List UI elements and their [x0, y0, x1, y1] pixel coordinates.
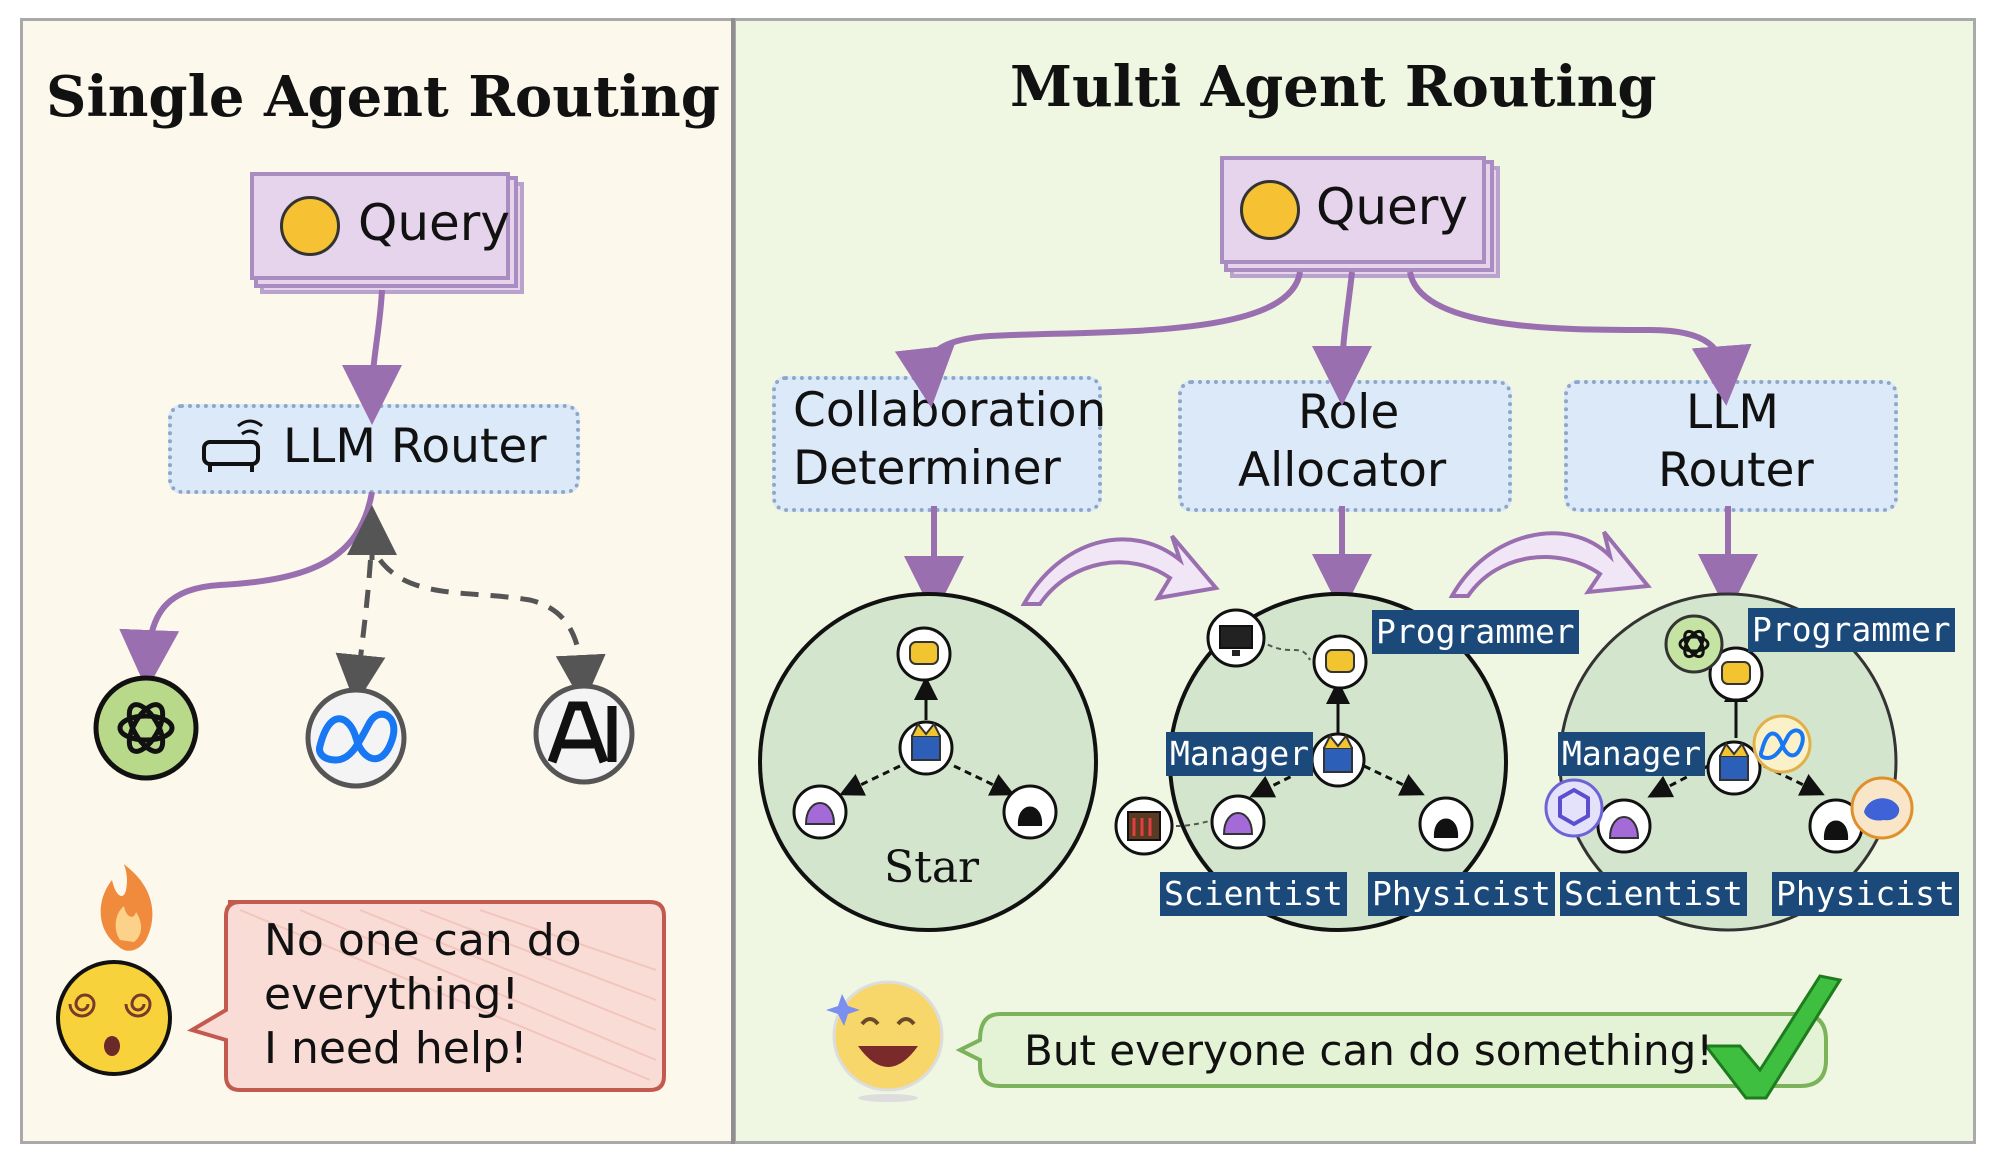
role-allocator-line2: Allocator	[1238, 443, 1447, 498]
router-agents	[1544, 614, 1914, 854]
multi-agent-title: Multi Agent Routing	[1010, 54, 1657, 120]
help-speech-bubble	[187, 900, 666, 1092]
help-bubble-line1: No one can do	[264, 915, 582, 966]
router-manager-label: Manager	[1558, 732, 1706, 776]
role-programmer-label: Programmer	[1372, 610, 1579, 654]
thinking-face-icon	[280, 196, 340, 256]
role-physicist-label: Physicist	[1368, 872, 1555, 916]
role-manager-label: Manager	[1166, 732, 1314, 776]
multi-query-box	[1220, 156, 1486, 264]
openai-logo-icon	[93, 675, 199, 781]
router-physicist-label: Physicist	[1772, 872, 1959, 916]
help-bubble-line2: everything!	[264, 969, 520, 1020]
deepseek-small-icon	[1850, 776, 1914, 840]
collaboration-determiner-line2: Determiner	[793, 441, 1061, 496]
openai-small-icon	[1664, 614, 1724, 674]
transition-arrow-1	[1020, 534, 1220, 606]
star-agents	[792, 626, 1058, 840]
query-to-router-arrow	[342, 289, 403, 425]
checkmark-icon	[1702, 974, 1843, 1100]
query-to-role-arrow	[1312, 271, 1373, 406]
help-bubble-line3: I need help!	[264, 1023, 528, 1074]
abacus-tool-icon	[1114, 796, 1174, 856]
anthropic-logo-icon	[533, 683, 635, 785]
fire-icon	[100, 864, 153, 951]
transition-arrow-2	[1448, 530, 1652, 598]
smiling-face-icon	[826, 980, 944, 1102]
query-to-router-arrow-right	[1407, 271, 1752, 406]
dizzy-face-icon	[56, 960, 172, 1076]
llm-router-line2: Router	[1658, 443, 1814, 498]
router-to-openai-arrow	[119, 491, 375, 690]
single-agent-title: Single Agent Routing	[46, 64, 720, 130]
meta-logo-icon	[305, 687, 407, 789]
router-programmer-label: Programmer	[1748, 608, 1955, 652]
qwen-small-icon	[1544, 778, 1604, 838]
router-scientist-label: Scientist	[1560, 872, 1747, 916]
panel-divider	[731, 18, 735, 1144]
encourage-bubble-text: But everyone can do something!	[1024, 1026, 1714, 1075]
meta-small-icon	[1752, 714, 1812, 774]
multi-query-label: Query	[1316, 178, 1468, 236]
computer-tool-icon	[1206, 608, 1266, 668]
single-query-label: Query	[358, 194, 510, 252]
thinking-face-icon-right	[1240, 180, 1300, 240]
single-router-label: LLM Router	[283, 419, 547, 474]
role-scientist-label: Scientist	[1160, 872, 1347, 916]
star-label: Star	[884, 842, 980, 893]
router-to-anthropic-arrow	[378, 558, 606, 705]
router-device-icon	[202, 419, 263, 472]
query-to-collab-arrow	[894, 271, 1303, 408]
role-agents	[1114, 608, 1474, 856]
encourage-speech-bubble	[955, 1012, 1828, 1088]
router-to-meta-arrow	[335, 529, 386, 705]
